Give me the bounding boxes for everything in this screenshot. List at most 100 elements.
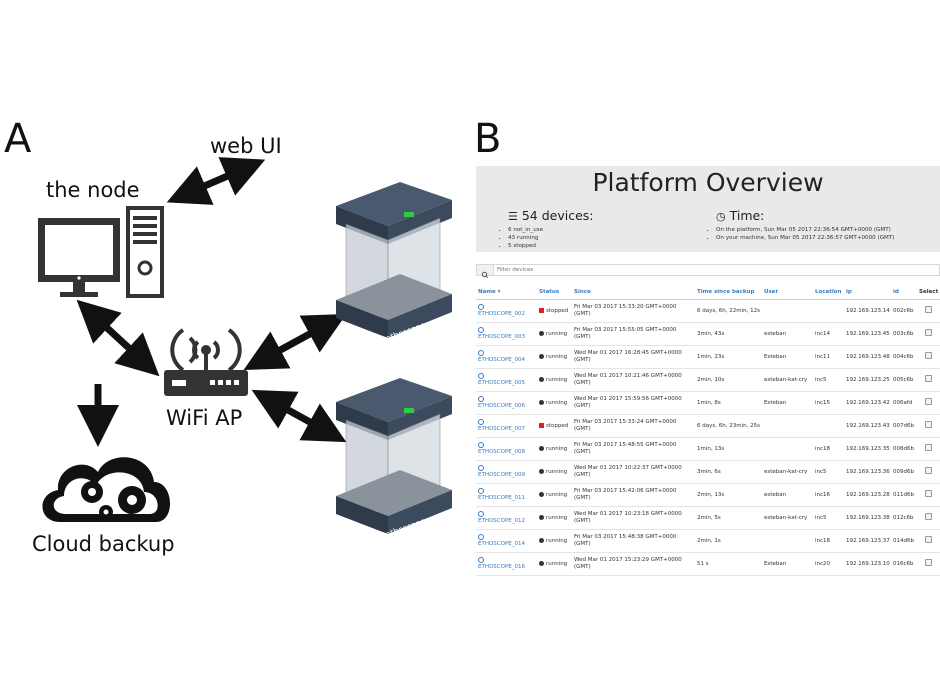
select-checkbox[interactable] — [925, 536, 932, 543]
wifi-ap-label: WiFi AP — [166, 406, 243, 430]
device-id-cell: 014d6b — [891, 529, 917, 553]
device-status-ring-icon — [478, 556, 484, 563]
arrow-router-device2 — [251, 389, 347, 443]
device-backup-cell: 1min, 23s — [695, 345, 762, 369]
status-indicator-icon — [539, 491, 544, 497]
device-name-link[interactable]: ETHOSCOPE_011 — [478, 495, 525, 502]
column-header-id[interactable]: id — [891, 284, 917, 300]
device-select-cell — [917, 483, 940, 507]
device-name-cell: ETHOSCOPE_006 — [476, 391, 537, 415]
device-since-cell: Wed Mar 01 2017 10:22:37 GMT+0000 (GMT) — [572, 460, 695, 484]
overview-header: Platform Overview ☰ 54 devices: 6 not_in… — [476, 166, 940, 252]
filter-devices-input[interactable] — [497, 265, 927, 275]
time-heading: ◷ Time: — [716, 208, 765, 223]
device-name-link[interactable]: ETHOSCOPE_003 — [478, 334, 525, 341]
column-header-location[interactable]: Location — [813, 284, 844, 300]
device-location-cell: inc5 — [813, 368, 844, 392]
device-name-link[interactable]: ETHOSCOPE_006 — [478, 403, 525, 410]
device-user-cell: Esteban — [762, 552, 813, 576]
device-id-cell: 008d6b — [891, 437, 917, 461]
device-name-link[interactable]: ETHOSCOPE_016 — [478, 564, 525, 571]
devices-table: Name ▾ Status Since Time since backup Us… — [476, 284, 940, 576]
column-header-status[interactable]: Status — [537, 284, 572, 300]
column-header-backup[interactable]: Time since backup — [695, 284, 762, 300]
device-user-cell — [762, 299, 813, 323]
device-name-link[interactable]: ETHOSCOPE_009 — [478, 472, 525, 479]
device-ip-cell: 192.169.123.37 — [844, 529, 891, 553]
select-checkbox[interactable] — [925, 513, 932, 520]
device-name-cell: ETHOSCOPE_003 — [476, 322, 537, 346]
device-location-cell: inc5 — [813, 460, 844, 484]
device-id-cell: 006afd — [891, 391, 917, 415]
device-since-cell: Wed Mar 01 2017 10:23:18 GMT+0000 (GMT) — [572, 506, 695, 530]
device-name-link[interactable]: ETHOSCOPE_014 — [478, 541, 525, 548]
device-name-link[interactable]: ETHOSCOPE_002 — [478, 311, 525, 318]
select-checkbox[interactable] — [925, 421, 932, 428]
select-checkbox[interactable] — [925, 398, 932, 405]
column-header-since[interactable]: Since — [572, 284, 695, 300]
device-location-cell — [813, 414, 844, 438]
time-stats-list: On the platform, Sun Mar 05 2017 22:36:5… — [700, 226, 894, 242]
arrow-node-webui — [166, 157, 266, 205]
select-checkbox[interactable] — [925, 490, 932, 497]
column-header-ip[interactable]: ip — [844, 284, 891, 300]
device-stat: 6 not_in_use — [508, 226, 543, 234]
device-status-cell: running — [537, 506, 572, 530]
device-name-link[interactable]: ETHOSCOPE_012 — [478, 518, 525, 525]
table-header-row: Name ▾ Status Since Time since backup Us… — [476, 284, 940, 300]
device-select-cell — [917, 414, 940, 438]
device-user-cell: Esteban — [762, 345, 813, 369]
device-name-link[interactable]: ETHOSCOPE_005 — [478, 380, 525, 387]
device-location-cell — [813, 299, 844, 323]
device-ip-cell: 192.169.123.35 — [844, 437, 891, 461]
device-user-cell: esteban — [762, 322, 813, 346]
device-status-ring-icon — [478, 349, 484, 356]
device-ip-cell: 192.169.123.48 — [844, 345, 891, 369]
device-status-cell: running — [537, 552, 572, 576]
device-location-cell: inc15 — [813, 391, 844, 415]
device-id-cell: 004c6b — [891, 345, 917, 369]
wifi-router-icon — [164, 328, 248, 396]
status-indicator-icon — [539, 399, 544, 405]
device-backup-cell: 2min, 1s — [695, 529, 762, 553]
device-status-cell: running — [537, 345, 572, 369]
status-indicator-icon — [539, 307, 544, 313]
device-since-cell: Fri Mar 03 2017 15:48:55 GMT+0000 (GMT) — [572, 437, 695, 461]
status-indicator-icon — [539, 468, 544, 474]
device-name-link[interactable]: ETHOSCOPE_004 — [478, 357, 525, 364]
select-checkbox[interactable] — [925, 559, 932, 566]
computer-tower-icon — [126, 206, 164, 298]
device-select-cell — [917, 529, 940, 553]
device-since-cell: Wed Mar 01 2017 16:28:45 GMT+0000 (GMT) — [572, 345, 695, 369]
device-backup-cell: 2min, 10s — [695, 368, 762, 392]
device-name-cell: ETHOSCOPE_016 — [476, 552, 537, 576]
select-checkbox[interactable] — [925, 352, 932, 359]
device-stat: 43 running — [508, 234, 543, 242]
cloud-backup-label: Cloud backup — [32, 532, 175, 556]
device-select-cell — [917, 299, 940, 323]
device-ip-cell: 192.169.123.10 — [844, 552, 891, 576]
device-user-cell: esteban — [762, 483, 813, 507]
device-backup-cell: 2min, 13s — [695, 483, 762, 507]
select-checkbox[interactable] — [925, 444, 932, 451]
select-checkbox[interactable] — [925, 306, 932, 313]
clock-icon: ◷ — [716, 210, 726, 223]
monitor-icon — [38, 218, 120, 297]
select-checkbox[interactable] — [925, 329, 932, 336]
device-status-ring-icon — [478, 326, 484, 333]
column-header-user[interactable]: User — [762, 284, 813, 300]
device-status-cell: running — [537, 368, 572, 392]
cloud-gears-icon — [42, 457, 171, 522]
device-name-link[interactable]: ETHOSCOPE_007 — [478, 426, 525, 433]
device-name-link[interactable]: ETHOSCOPE_008 — [478, 449, 525, 456]
device-backup-cell: 2min, 5s — [695, 506, 762, 530]
select-checkbox[interactable] — [925, 375, 932, 382]
filter-bar — [476, 264, 940, 279]
device-user-cell — [762, 529, 813, 553]
column-header-name[interactable]: Name ▾ — [476, 284, 537, 300]
arrow-router-device1 — [243, 313, 347, 371]
select-checkbox[interactable] — [925, 467, 932, 474]
